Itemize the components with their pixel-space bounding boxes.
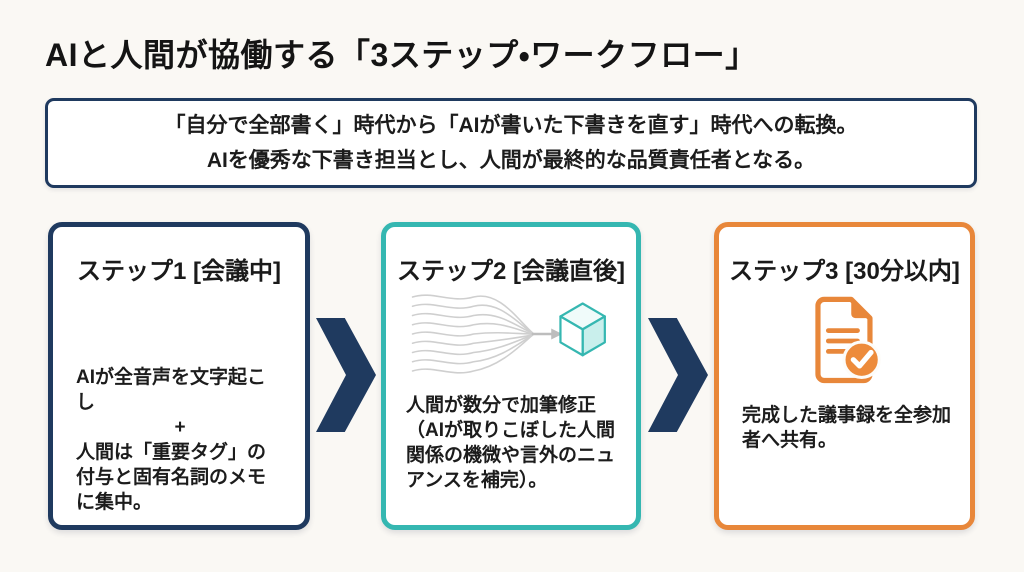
step-1-title: ステップ1 [会議中] — [77, 258, 281, 285]
step-2-title: ステップ2 [会議直後] — [397, 258, 625, 285]
step-1-body-line-1: AIが全音声を文字起こし — [76, 367, 267, 414]
step-3-title: ステップ3 [30分以内] — [729, 258, 960, 285]
intro-banner: 「自分で全部書く」時代から「AIが書いた下書きを直す」時代への転換。 AIを優秀… — [45, 98, 977, 188]
step-1-description: AIが全音声を文字起こし + 人間は「重要タグ」の付与と固有名詞のメモに集中。 — [76, 365, 284, 515]
intro-line-2: AIを優秀な下書き担当とし、人間が最終的な品質責任者となる。 — [206, 149, 816, 172]
step-2-card: ステップ2 [会議直後] 人間が数分で加筆修正（AIが取りこぼした人間関 — [381, 222, 641, 530]
step-1-body-line-2: 人間は「重要タグ」の付与と固有名詞のメモに集中。 — [76, 442, 267, 514]
chevron-right-icon — [648, 318, 708, 432]
chevron-right-icon — [316, 318, 376, 432]
step-2-description: 人間が数分で加筆修正（AIが取りこぼした人間関係の機微や言外のニュアンスを補完）… — [406, 395, 616, 492]
waveform-to-cube-icon — [411, 294, 606, 374]
step-3-description: 完成した議事録を全参加者へ共有。 — [742, 405, 952, 452]
intro-line-1: 「自分で全部書く」時代から「AIが書いた下書きを直す」時代への転換。 — [164, 114, 858, 137]
page-title: AIと人間が協働する「3ステップ・ワークフロー」 — [45, 37, 758, 73]
step-3-card: ステップ3 [30分以内] 完成した議事録を全参加者へ共有。 — [714, 222, 975, 530]
plus-sign: + — [174, 417, 186, 439]
document-check-icon — [814, 296, 881, 384]
step-1-card: ステップ1 [会議中] AIが全音声を文字起こし + 人間は「重要タグ」の付与と… — [48, 222, 310, 530]
